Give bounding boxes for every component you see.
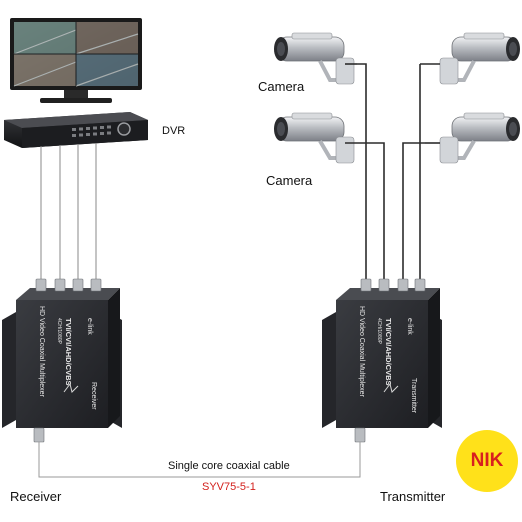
receiver-unit: e-link TVI/CVI/AHD/CVBS 4CH/1080P HD Vid… (2, 278, 122, 443)
camera-icon-top-left (274, 32, 357, 85)
dvr-receiver-cables (40, 143, 97, 283)
cable-label: Single core coaxial cable (168, 460, 290, 472)
receiver-model-line1: TVI/CVI/AHD/CVBS (64, 318, 73, 386)
transmitter-role: Transmitter (410, 378, 417, 414)
receiver-label: Receiver (10, 489, 62, 504)
dvr-label: DVR (162, 125, 186, 137)
transmitter-brand: e-link (406, 318, 413, 335)
nik-logo-badge: NIK (456, 430, 518, 492)
receiver-brand: e-link (86, 318, 93, 335)
transmitter-model-line1: TVI/CVI/AHD/CVBS (384, 318, 393, 386)
camera-icon-bottom-left (274, 112, 380, 164)
dvr-icon (4, 112, 148, 148)
camera-transmitter-cables (357, 63, 425, 283)
nik-logo-text: NIK (470, 450, 504, 471)
coaxial-link-cable (38, 442, 361, 478)
receiver-model-line2: 4CH/1080P (56, 318, 62, 345)
transmitter-unit: e-link TVI/CVI/AHD/CVBS 4CH/1080P HD Vid… (322, 278, 442, 443)
monitor-icon (10, 18, 142, 103)
camera-label-bottom: Camera (266, 173, 313, 188)
transmitter-label: Transmitter (380, 489, 446, 504)
receiver-role: Receiver (90, 382, 97, 410)
camera-label-top: Camera (258, 79, 305, 94)
camera-icon-bottom-right (425, 112, 520, 164)
cable-model-label: SYV75-5-1 (202, 481, 256, 493)
transmitter-model-line2: 4CH/1080P (376, 318, 382, 345)
receiver-product: HD Video Coaxial Multiplexer (38, 306, 45, 398)
camera-icon-top-right (420, 32, 520, 85)
transmitter-product: HD Video Coaxial Multiplexer (358, 306, 365, 398)
